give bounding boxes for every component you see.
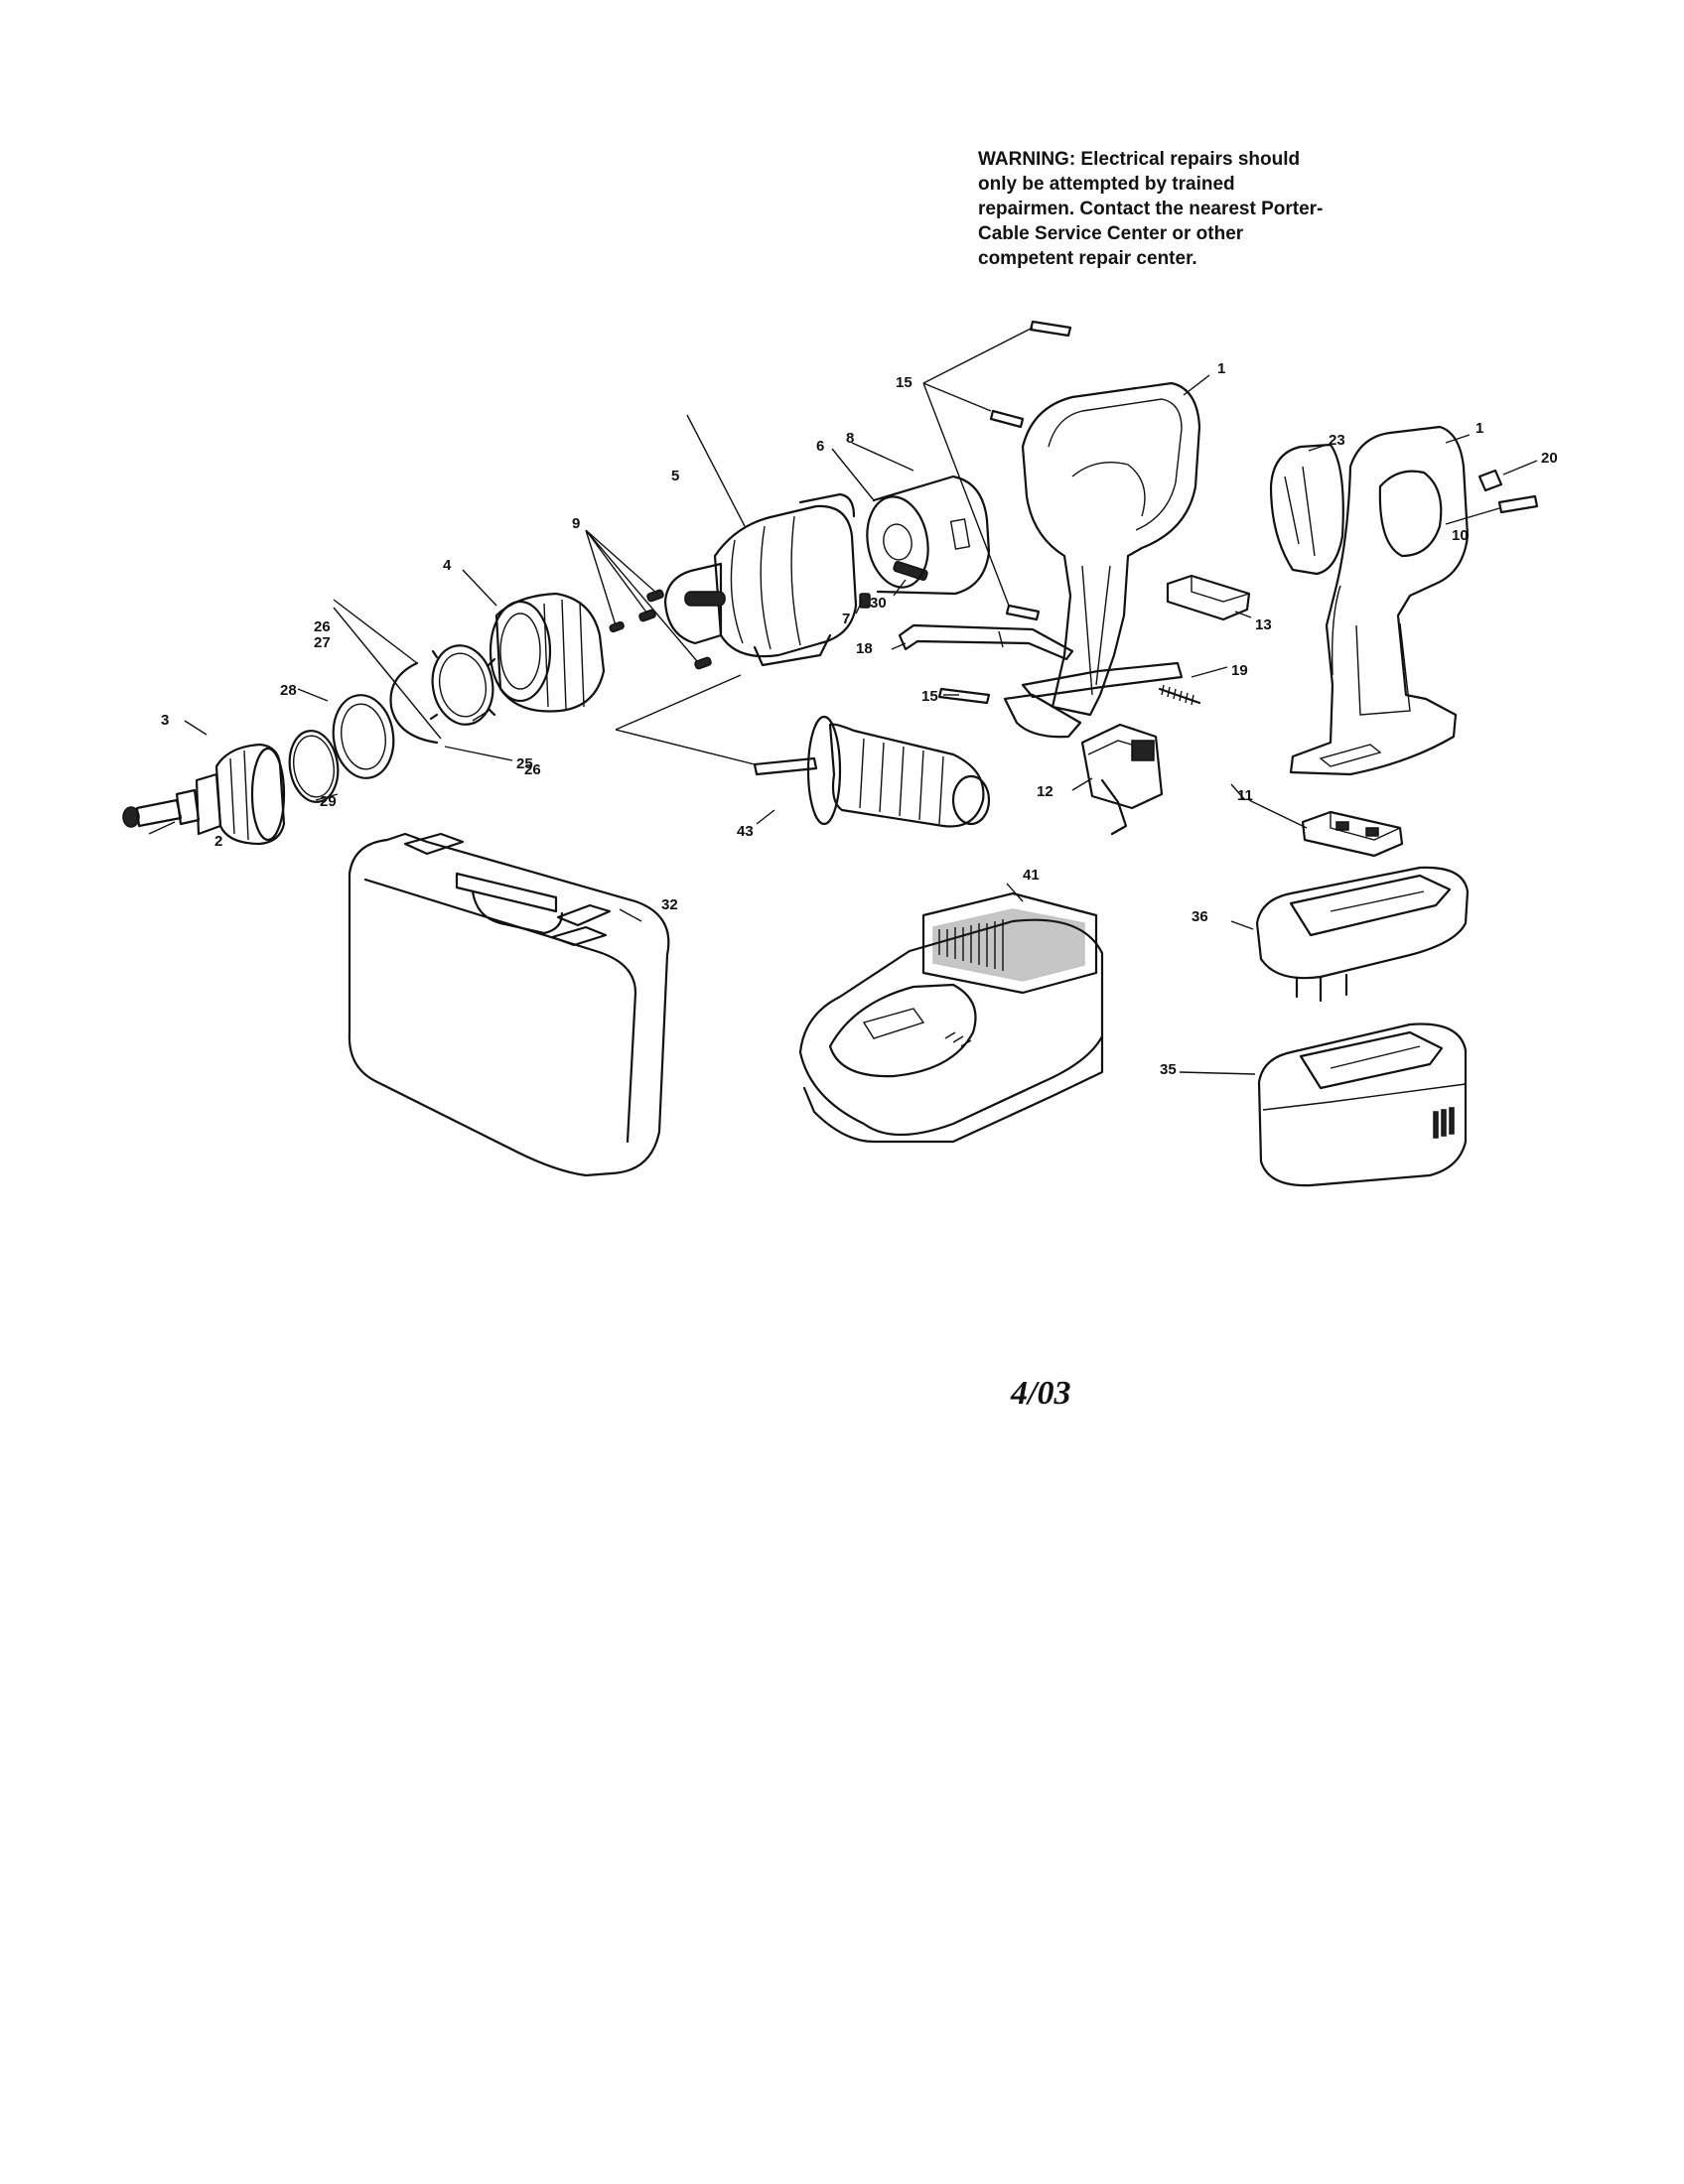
callout-label: 5 [671, 468, 679, 484]
callout-label: 10 [1452, 527, 1469, 544]
part-housing-left [1003, 381, 1201, 739]
callout-label: 6 [816, 438, 824, 455]
part-lever-18 [898, 623, 1074, 661]
callout-label: 3 [161, 712, 169, 729]
part-ring-28 [332, 694, 395, 779]
callout-label: 11 [1237, 787, 1253, 804]
callout-label: 8 [846, 430, 854, 447]
callout-label: 1 [1475, 420, 1483, 437]
callout-label: 30 [870, 595, 887, 612]
callout-label: 13 [1255, 616, 1272, 633]
callout-label: 15 [896, 374, 912, 391]
part-contact-block [1301, 810, 1404, 858]
warning-line: repairmen. Contact the nearest Porter- [978, 199, 1324, 219]
callout-label: 27 [314, 634, 331, 651]
part-spring-clip [389, 661, 439, 745]
part-terminal-30 [893, 561, 928, 581]
callout-label: 9 [572, 515, 580, 532]
callout-label: 15 [921, 688, 938, 705]
part-carrying-case [348, 832, 670, 1177]
callout-label: 7 [842, 611, 850, 627]
callout-label: 2 [214, 833, 222, 850]
part-spring-19 [1158, 684, 1201, 706]
callout-label: 32 [661, 896, 678, 913]
part-housing-right [1289, 425, 1470, 776]
part-screws-15 [937, 320, 1072, 705]
part-chuck [175, 743, 286, 846]
warning-line: only be attempted by trained [978, 174, 1235, 195]
callout-label: 18 [856, 640, 873, 657]
leader-lines [148, 327, 1538, 1075]
callout-label: 20 [1541, 450, 1558, 467]
callout-label: 26 [314, 618, 331, 635]
part-side-handle [753, 715, 991, 828]
callout-label: 43 [737, 823, 754, 840]
callout-label: 25 [516, 755, 533, 772]
part-gear-ring [429, 644, 496, 726]
part-collar [489, 592, 606, 713]
part-end-cap [1269, 443, 1344, 576]
part-gearbox [663, 492, 858, 667]
warning-line: Cable Service Center or other [978, 223, 1244, 244]
callout-label: 29 [320, 793, 337, 810]
part-battery-pack [1257, 1023, 1468, 1187]
part-20 [1477, 469, 1503, 492]
part-brush-7 [859, 593, 871, 609]
callout-label: 12 [1037, 783, 1053, 800]
part-charger [798, 891, 1104, 1144]
part-battery-top [1255, 866, 1470, 1003]
callout-labels: 1 1 2 3 4 5 6 7 8 9 10 11 12 13 15 15 18… [161, 360, 1558, 1078]
callout-label: 1 [1217, 360, 1225, 377]
part-latch-13 [1166, 574, 1251, 621]
callout-label: 36 [1192, 908, 1208, 925]
warning-line: competent repair center. [978, 248, 1197, 269]
callout-label: 41 [1023, 867, 1040, 884]
callout-label: 28 [280, 682, 297, 699]
callout-label: 26 [524, 761, 541, 778]
callout-label: 19 [1231, 662, 1248, 679]
revision-date: 4/03 [1011, 1375, 1071, 1412]
part-ring-29 [288, 730, 340, 803]
part-10 [1497, 494, 1539, 514]
callout-label: 4 [443, 557, 452, 574]
part-motor [866, 475, 991, 596]
part-switch-12 [1080, 723, 1164, 836]
warning-line: WARNING: Electrical repairs should [978, 149, 1301, 170]
callout-label: 23 [1329, 432, 1345, 449]
callout-label: 35 [1160, 1061, 1177, 1078]
warning-note: WARNING: Electrical repairs should only … [978, 147, 1415, 271]
